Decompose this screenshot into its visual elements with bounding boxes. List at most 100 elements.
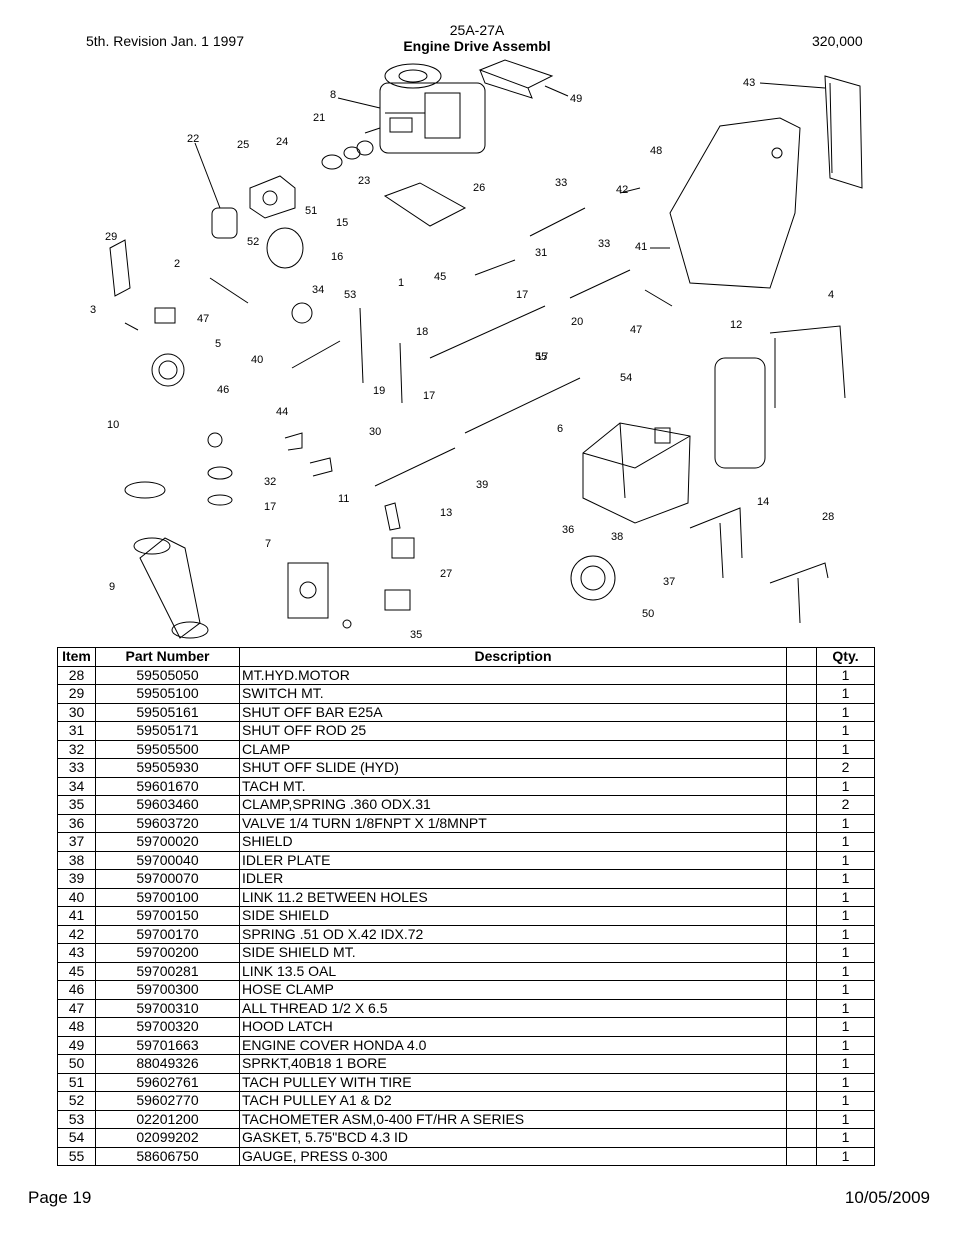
- cell-description: SPRKT,40B18 1 BORE: [239, 1054, 787, 1074]
- cell-blank: [786, 869, 817, 889]
- cell-part-number: 59700310: [95, 998, 240, 1018]
- cell-description: LINK 11.2 BETWEEN HOLES: [239, 887, 787, 907]
- cell-blank: [786, 850, 817, 870]
- cell-item: 35: [57, 795, 96, 815]
- cell-item: 51: [57, 1072, 96, 1092]
- callout-label: 29: [105, 231, 117, 243]
- cell-part-number: 59505171: [95, 721, 240, 741]
- cell-qty: 1: [816, 684, 875, 704]
- cell-description: SHUT OFF ROD 25: [239, 721, 787, 741]
- callout-label: 35: [410, 629, 422, 641]
- cell-qty: 1: [816, 1035, 875, 1055]
- cell-item: 53: [57, 1109, 96, 1129]
- cell-qty: 1: [816, 1146, 875, 1166]
- cell-blank: [786, 739, 817, 759]
- cell-item: 38: [57, 850, 96, 870]
- cell-blank: [786, 1146, 817, 1166]
- cell-part-number: 59700200: [95, 943, 240, 963]
- callout-label: 9: [109, 581, 115, 593]
- cell-blank: [786, 1017, 817, 1037]
- callout-label: 17: [516, 289, 528, 301]
- cell-description: TACH PULLEY A1 & D2: [239, 1091, 787, 1111]
- cell-item: 45: [57, 961, 96, 981]
- cell-item: 31: [57, 721, 96, 741]
- callout-label: 42: [616, 184, 628, 196]
- cell-blank: [786, 795, 817, 815]
- cell-blank: [786, 943, 817, 963]
- cell-blank: [786, 906, 817, 926]
- cell-item: 47: [57, 998, 96, 1018]
- callout-label: 10: [107, 419, 119, 431]
- cell-description: TACHOMETER ASM,0-400 FT/HR A SERIES: [239, 1109, 787, 1129]
- cell-part-number: 88049326: [95, 1054, 240, 1074]
- cell-qty: 1: [816, 924, 875, 944]
- cell-item: 52: [57, 1091, 96, 1111]
- callout-label: 46: [217, 384, 229, 396]
- callout-label: 17: [264, 501, 276, 513]
- cell-blank: [786, 1128, 817, 1148]
- cell-blank: [786, 813, 817, 833]
- cell-part-number: 59700040: [95, 850, 240, 870]
- page-title: Engine Drive Assembl: [403, 38, 551, 54]
- cell-qty: 1: [816, 850, 875, 870]
- side-shield-mount-drawing: [824, 75, 863, 189]
- callout-label: 22: [187, 133, 199, 145]
- callout-label: 49: [570, 93, 582, 105]
- callout-label: 2: [174, 258, 180, 270]
- cell-part-number: 59700300: [95, 980, 240, 1000]
- callout-label: 1: [398, 277, 404, 289]
- cell-part-number: 59700320: [95, 1017, 240, 1037]
- cell-description: IDLER PLATE: [239, 850, 787, 870]
- cell-part-number: 59601670: [95, 776, 240, 796]
- callout-label: 13: [440, 507, 452, 519]
- cell-part-number: 59700170: [95, 924, 240, 944]
- cell-qty: 1: [816, 813, 875, 833]
- cell-part-number: 59505161: [95, 702, 240, 722]
- cell-qty: 1: [816, 961, 875, 981]
- callout-label: 31: [535, 247, 547, 259]
- callout-label: 5: [215, 338, 221, 350]
- callout-label: 16: [331, 251, 343, 263]
- cell-blank: [786, 776, 817, 796]
- cell-item: 39: [57, 869, 96, 889]
- cell-item: 36: [57, 813, 96, 833]
- cell-description: SIDE SHIELD MT.: [239, 943, 787, 963]
- cell-item: 29: [57, 684, 96, 704]
- cell-qty: 1: [816, 998, 875, 1018]
- cell-description: TACH MT.: [239, 776, 787, 796]
- callout-label: 36: [562, 524, 574, 536]
- cell-blank: [786, 758, 817, 778]
- cell-item: 33: [57, 758, 96, 778]
- callout-label: 27: [440, 568, 452, 580]
- cell-part-number: 59700281: [95, 961, 240, 981]
- callout-label: 30: [369, 426, 381, 438]
- cell-part-number: 59505100: [95, 684, 240, 704]
- cell-description: HOOD LATCH: [239, 1017, 787, 1037]
- header-qty: Qty.: [816, 647, 875, 667]
- header-part-number: Part Number: [95, 647, 240, 667]
- cell-qty: 1: [816, 906, 875, 926]
- cell-qty: 1: [816, 776, 875, 796]
- cell-qty: 1: [816, 1128, 875, 1148]
- cell-part-number: 59603460: [95, 795, 240, 815]
- cell-description: LINK 13.5 OAL: [239, 961, 787, 981]
- cell-blank: [786, 665, 817, 685]
- cell-blank: [786, 1072, 817, 1092]
- cell-item: 55: [57, 1146, 96, 1166]
